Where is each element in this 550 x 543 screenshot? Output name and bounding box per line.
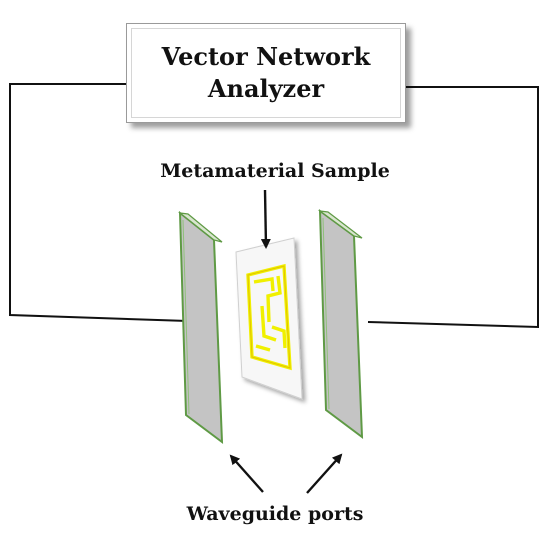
right-port-arrow <box>306 453 343 494</box>
metamaterial-sample <box>235 237 303 400</box>
analyzer-label: Vector Network Analyzer <box>161 42 371 103</box>
left-cable <box>9 83 189 322</box>
sample-label: Metamaterial Sample <box>160 160 390 182</box>
analyzer-inner-frame <box>131 28 401 118</box>
sample-arrow <box>260 189 271 249</box>
right-waveguide-port <box>317 208 364 440</box>
left-waveguide-port <box>177 210 224 445</box>
right-cable <box>367 86 539 329</box>
left-port-arrow <box>229 454 264 493</box>
vector-network-analyzer-box: Vector Network Analyzer <box>126 23 406 123</box>
waveguide-ports-label: Waveguide ports <box>186 503 364 525</box>
